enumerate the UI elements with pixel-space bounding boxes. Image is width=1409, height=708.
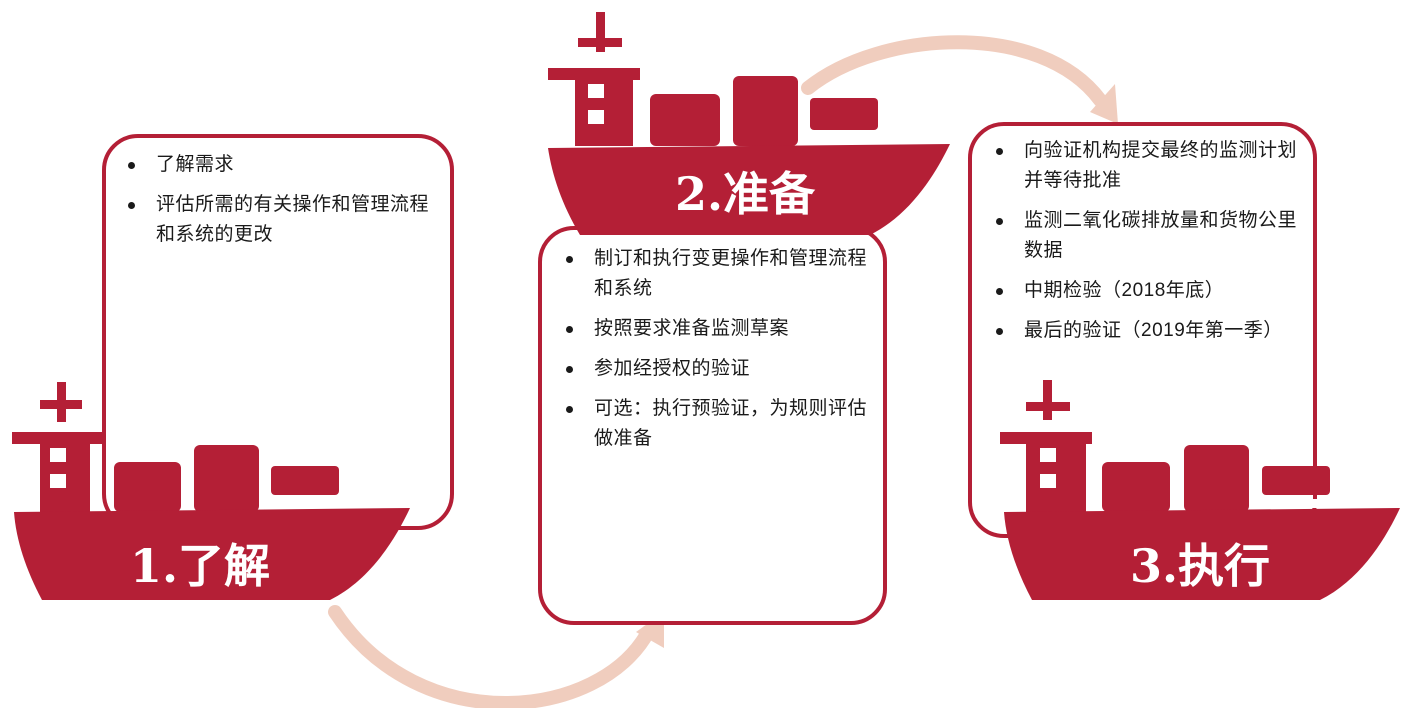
- list-item: 中期检验（2018年底）: [990, 276, 1302, 306]
- list-item: 向验证机构提交最终的监测计划并等待批准: [990, 136, 1302, 196]
- step-3-title: 3.执行: [1130, 539, 1270, 593]
- ship-1: [12, 382, 410, 600]
- step-1-list: 了解需求 评估所需的有关操作和管理流程和系统的更改: [122, 150, 440, 260]
- list-item: 评估所需的有关操作和管理流程和系统的更改: [122, 190, 440, 250]
- list-item: 监测二氧化碳排放量和货物公里数据: [990, 206, 1302, 266]
- list-item: 按照要求准备监测草案: [560, 314, 870, 344]
- flow-arrow-2-to-3: [801, 35, 1107, 107]
- ship-2: [548, 12, 950, 235]
- step-2-list: 制订和执行变更操作和管理流程和系统 按照要求准备监测草案 参加经授权的验证 可选…: [560, 244, 870, 464]
- list-item: 参加经授权的验证: [560, 354, 870, 384]
- step-1-title: 1.了解: [130, 539, 270, 593]
- ship-3: [1000, 380, 1400, 600]
- list-item: 最后的验证（2019年第一季）: [990, 316, 1302, 346]
- list-item: 了解需求: [122, 150, 440, 180]
- flow-arrow-1-to-2: [328, 605, 655, 708]
- list-item: 制订和执行变更操作和管理流程和系统: [560, 244, 870, 304]
- list-item: 可选：执行预验证，为规则评估做准备: [560, 394, 870, 454]
- arrowhead-2-to-3: [1090, 84, 1118, 124]
- step-2-title: 2.准备: [675, 167, 816, 221]
- step-3-list: 向验证机构提交最终的监测计划并等待批准 监测二氧化碳排放量和货物公里数据 中期检…: [990, 136, 1302, 356]
